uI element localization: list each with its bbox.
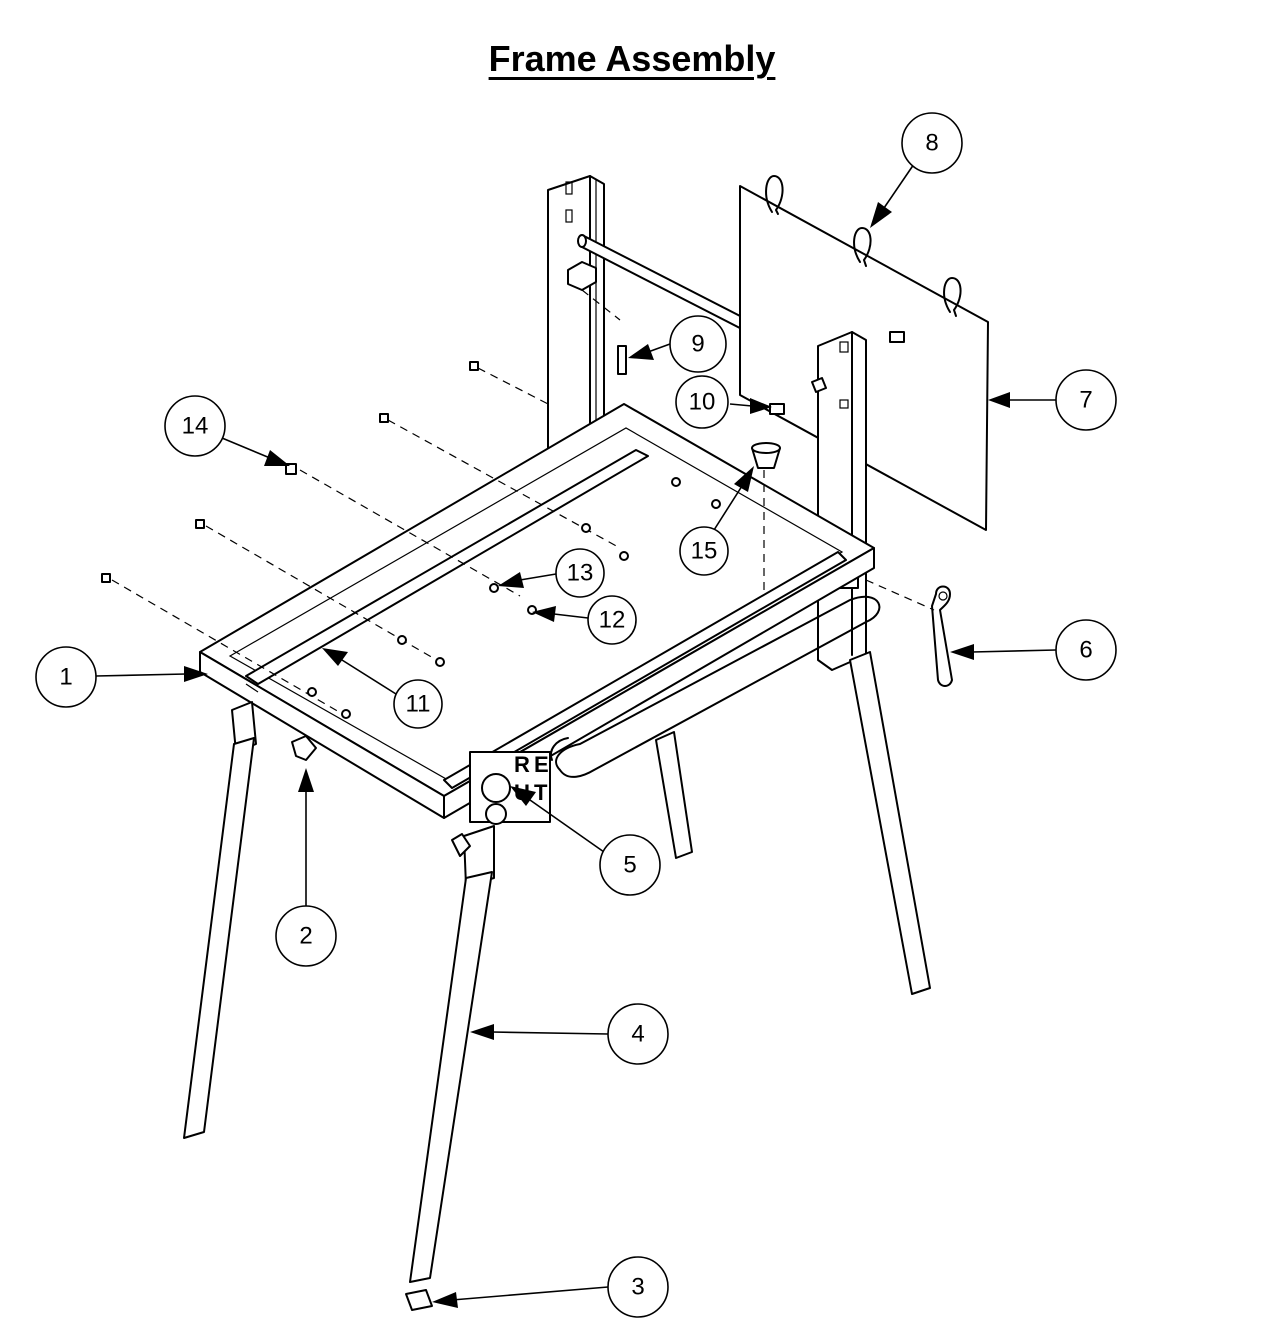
callout-label-3: 3 — [631, 1274, 644, 1301]
callout-label-11: 11 — [406, 691, 431, 718]
wing-knobs — [291, 735, 471, 857]
callout-15: 15 — [679, 466, 754, 576]
callout-label-4: 4 — [631, 1021, 644, 1048]
leg-foot — [405, 1289, 433, 1311]
front-upright-post — [817, 331, 867, 671]
callout-11: 11 — [322, 648, 443, 729]
callout-13: 13 — [498, 548, 605, 598]
callout-2: 2 — [275, 768, 337, 967]
page-title: Frame Assembly — [488, 38, 776, 79]
callout-label-1: 1 — [59, 664, 72, 691]
brand-plate: R E U T — [469, 751, 551, 825]
callout-label-13: 13 — [567, 560, 594, 587]
callout-label-15: 15 — [691, 538, 718, 565]
brand-letter-r: R — [514, 752, 530, 777]
callout-4: 4 — [470, 1003, 669, 1065]
drain-fitting — [751, 442, 781, 590]
callout-8: 8 — [870, 112, 963, 228]
brand-letter-e: E — [534, 752, 549, 777]
callout-10: 10 — [675, 375, 772, 429]
callout-label-5: 5 — [623, 852, 636, 879]
callout-label-7: 7 — [1079, 387, 1092, 414]
rear-bracket — [567, 261, 621, 321]
handle — [931, 585, 953, 687]
side-rail-tubes — [550, 595, 881, 778]
callout-1: 1 — [35, 646, 208, 708]
callout-label-6: 6 — [1079, 637, 1092, 664]
brand-letter-t: T — [534, 780, 548, 805]
callout-label-9: 9 — [691, 331, 704, 358]
callout-label-12: 12 — [599, 607, 626, 634]
hardware-bolts — [101, 361, 721, 719]
callout-12: 12 — [532, 595, 637, 645]
panel-clips — [765, 175, 962, 317]
callout-5: 5 — [510, 786, 661, 896]
post-bolts — [617, 331, 905, 415]
callout-label-10: 10 — [689, 389, 716, 416]
callout-label-14: 14 — [182, 413, 209, 440]
callout-14: 14 — [164, 395, 290, 466]
callout-label-8: 8 — [925, 130, 938, 157]
table-legs — [183, 651, 931, 1283]
callout-label-2: 2 — [299, 923, 312, 950]
callout-9: 9 — [628, 315, 727, 373]
callout-6: 6 — [950, 619, 1117, 681]
callout-3: 3 — [432, 1256, 669, 1318]
callout-7: 7 — [988, 369, 1117, 431]
